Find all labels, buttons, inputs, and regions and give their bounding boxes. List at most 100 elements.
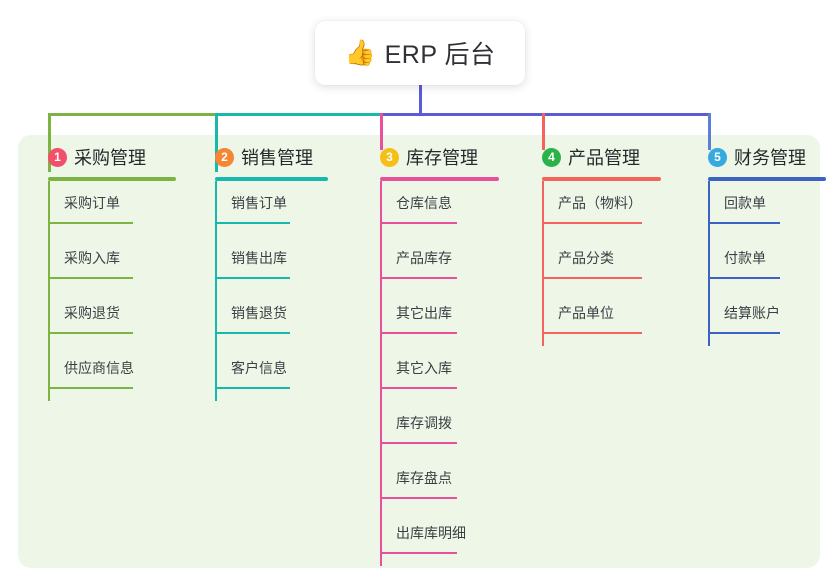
column-header-1[interactable]: 1 采购管理 — [28, 143, 176, 171]
column-title-3: 库存管理 — [406, 148, 478, 168]
column-badge-4: 4 — [542, 147, 561, 167]
leaf-node[interactable]: 销售出库 — [195, 236, 328, 291]
leaf-label: 其它出库 — [396, 305, 452, 321]
column-items-3: 仓库信息产品库存其它出库其它入库库存调拨库存盘点出库库明细 — [360, 181, 499, 566]
column-1: 1 采购管理采购订单采购入库采购退货供应商信息 — [28, 143, 176, 401]
leaf-node[interactable]: 产品（物料） — [522, 181, 661, 236]
leaf-label: 回款单 — [724, 195, 766, 211]
column-4: 4 产品管理产品（物料） 产品分类产品单位 — [522, 143, 661, 346]
leaf-rule — [215, 277, 290, 279]
leaf-rule — [48, 222, 133, 224]
leaf-label: 产品库存 — [396, 250, 452, 266]
leaf-label: 采购订单 — [64, 195, 120, 211]
column-badge-1: 1 — [48, 147, 67, 167]
leaf-label: 其它入库 — [396, 360, 452, 376]
column-header-4[interactable]: 4 产品管理 — [522, 143, 661, 171]
column-rule-1 — [48, 177, 176, 181]
column-title-1: 采购管理 — [74, 148, 146, 168]
leaf-label: 销售订单 — [231, 195, 287, 211]
connector-bus-segment-3 — [380, 113, 711, 116]
column-spine-2 — [215, 181, 217, 401]
column-badge-3: 3 — [380, 147, 399, 167]
column-items-2: 销售订单销售出库销售退货客户信息 — [195, 181, 328, 401]
column-header-3[interactable]: 3 库存管理 — [360, 143, 499, 171]
column-items-5: 回款单付款单结算账户 — [688, 181, 826, 346]
leaf-rule — [380, 497, 457, 499]
leaf-rule — [708, 332, 780, 334]
leaf-rule — [708, 222, 780, 224]
leaf-rule — [48, 277, 133, 279]
leaf-node[interactable]: 付款单 — [688, 236, 826, 291]
leaf-label: 产品分类 — [558, 250, 614, 266]
leaf-rule — [542, 222, 642, 224]
leaf-label: 产品单位 — [558, 305, 614, 321]
connector-stub-1 — [48, 113, 51, 172]
leaf-label: 销售出库 — [231, 250, 287, 266]
leaf-rule — [48, 332, 133, 334]
column-spine-5 — [708, 181, 710, 346]
leaf-label: 出库库明细 — [396, 525, 466, 541]
column-badge-5: 5 — [708, 147, 727, 167]
leaf-rule — [542, 332, 642, 334]
leaf-node[interactable]: 仓库信息 — [360, 181, 499, 236]
leaf-label: 采购退货 — [64, 305, 120, 321]
leaf-rule — [215, 387, 290, 389]
column-spine-4 — [542, 181, 544, 346]
leaf-label: 库存盘点 — [396, 470, 452, 486]
column-title-4: 产品管理 — [568, 148, 640, 168]
leaf-node[interactable]: 采购入库 — [28, 236, 176, 291]
leaf-label: 付款单 — [724, 250, 766, 266]
leaf-node[interactable]: 库存调拨 — [360, 401, 499, 456]
leaf-rule — [380, 222, 457, 224]
column-spine-1 — [48, 181, 50, 401]
leaf-node[interactable]: 产品分类 — [522, 236, 661, 291]
leaf-node[interactable]: 其它出库 — [360, 291, 499, 346]
leaf-node[interactable]: 出库库明细 — [360, 511, 499, 566]
leaf-node[interactable]: 其它入库 — [360, 346, 499, 401]
leaf-rule — [708, 277, 780, 279]
root-node[interactable]: 👍 ERP 后台 — [315, 21, 525, 85]
leaf-rule — [48, 387, 133, 389]
leaf-label: 结算账户 — [724, 305, 780, 321]
leaf-rule — [380, 332, 457, 334]
column-title-2: 销售管理 — [241, 148, 313, 168]
leaf-node[interactable]: 产品库存 — [360, 236, 499, 291]
column-rule-2 — [215, 177, 328, 181]
leaf-label: 供应商信息 — [64, 360, 134, 376]
leaf-node[interactable]: 产品单位 — [522, 291, 661, 346]
column-rule-3 — [380, 177, 499, 181]
connector-stub-5 — [708, 113, 711, 150]
connector-stub-2 — [215, 113, 218, 172]
leaf-node[interactable]: 销售退货 — [195, 291, 328, 346]
column-badge-2: 2 — [215, 147, 234, 167]
column-items-4: 产品（物料） 产品分类产品单位 — [522, 181, 661, 346]
column-2: 2 销售管理销售订单销售出库销售退货客户信息 — [195, 143, 328, 401]
column-spine-3 — [380, 181, 382, 566]
leaf-label: 客户信息 — [231, 360, 287, 376]
connector-bus-segment-1 — [48, 113, 218, 116]
column-3: 3 库存管理仓库信息产品库存其它出库其它入库库存调拨库存盘点出库库明细 — [360, 143, 499, 566]
connector-stub-3 — [380, 113, 383, 150]
leaf-node[interactable]: 供应商信息 — [28, 346, 176, 401]
leaf-node[interactable]: 库存盘点 — [360, 456, 499, 511]
leaf-node[interactable]: 回款单 — [688, 181, 826, 236]
leaf-label: 库存调拨 — [396, 415, 452, 431]
leaf-node[interactable]: 销售订单 — [195, 181, 328, 236]
leaf-node[interactable]: 采购退货 — [28, 291, 176, 346]
leaf-label: 产品（物料） — [558, 195, 642, 211]
column-items-1: 采购订单采购入库采购退货供应商信息 — [28, 181, 176, 401]
leaf-node[interactable]: 结算账户 — [688, 291, 826, 346]
leaf-rule — [380, 552, 457, 554]
leaf-label: 销售退货 — [231, 305, 287, 321]
root-title: ERP 后台 — [384, 41, 496, 69]
leaf-rule — [542, 277, 642, 279]
column-header-2[interactable]: 2 销售管理 — [195, 143, 328, 171]
leaf-node[interactable]: 客户信息 — [195, 346, 328, 401]
connector-bus-segment-2 — [215, 113, 383, 116]
column-rule-4 — [542, 177, 661, 181]
leaf-node[interactable]: 采购订单 — [28, 181, 176, 236]
leaf-label: 采购入库 — [64, 250, 120, 266]
